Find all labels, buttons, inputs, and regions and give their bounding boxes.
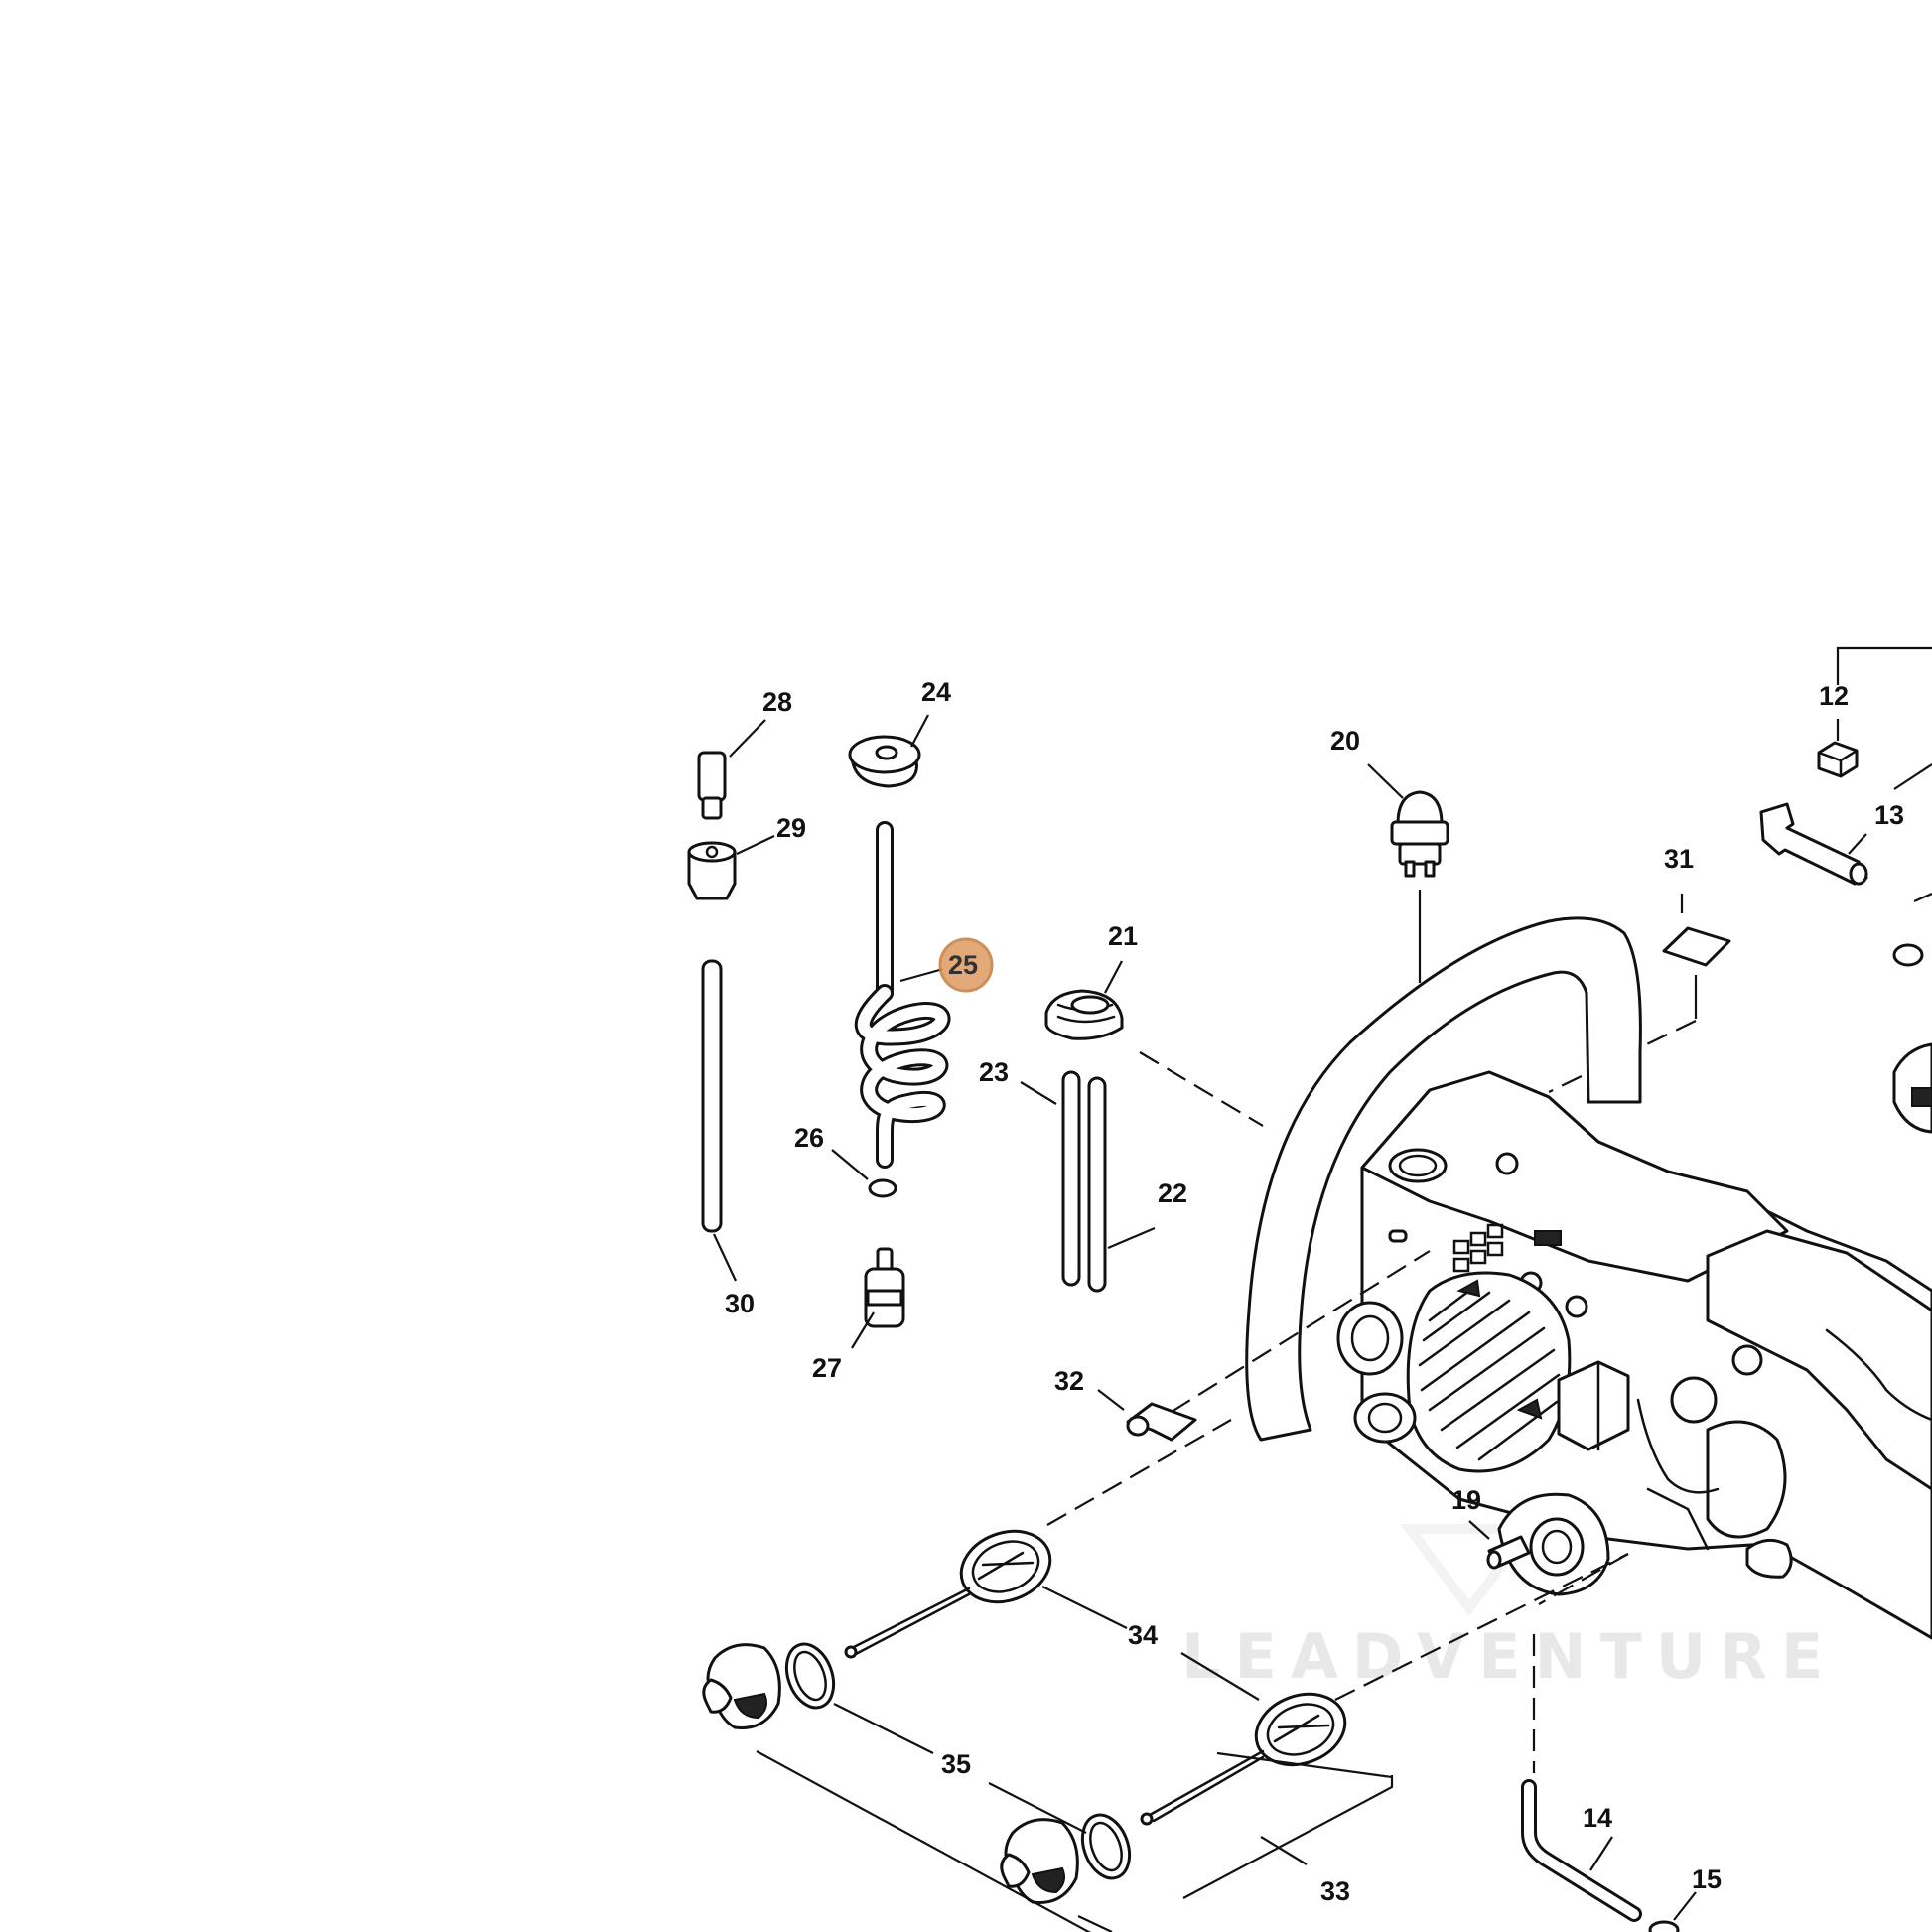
watermark-text: LEADVENTURE <box>1181 1620 1837 1693</box>
label-21[interactable]: 21 <box>1108 921 1138 951</box>
leader-22 <box>1107 1226 1156 1250</box>
part-32-bracket[interactable] <box>1126 1402 1197 1442</box>
label-29[interactable]: 29 <box>776 813 806 843</box>
label-25[interactable]: 25 <box>948 950 978 980</box>
leader-24 <box>910 714 929 748</box>
part-35-oring-upper[interactable] <box>778 1637 842 1714</box>
label-27[interactable]: 27 <box>812 1353 842 1383</box>
part-24-grommet[interactable] <box>848 735 921 788</box>
leader-34a <box>1041 1586 1128 1629</box>
leader-21 <box>1104 960 1123 994</box>
part-28-screw[interactable] <box>697 751 727 820</box>
leader-29 <box>736 835 775 855</box>
dash-32 <box>1171 1250 1431 1413</box>
leader-35a <box>833 1703 934 1754</box>
leader-23 <box>1020 1081 1057 1105</box>
label-34[interactable]: 34 <box>1128 1620 1158 1650</box>
part-20-primer-bulb[interactable] <box>1390 790 1449 878</box>
leader-13b <box>1913 892 1932 903</box>
leader-25 <box>899 967 944 983</box>
label-26[interactable]: 26 <box>794 1123 824 1153</box>
leader-13 <box>1848 833 1867 855</box>
part-31-label[interactable] <box>1662 926 1731 967</box>
label-23[interactable]: 23 <box>979 1057 1009 1087</box>
highlight-marker-25[interactable] <box>938 937 994 993</box>
part-30-tube[interactable] <box>701 959 723 1233</box>
bracket-12-13 <box>1836 646 1932 685</box>
dash-19 <box>1538 1553 1629 1605</box>
leader-33-line3 <box>1182 1775 1394 1899</box>
label-28[interactable]: 28 <box>762 687 792 717</box>
dash-34-lower <box>1334 1553 1629 1701</box>
leader-35b <box>988 1782 1087 1834</box>
leader-26 <box>831 1149 869 1180</box>
leader-33 <box>1260 1836 1308 1865</box>
part-14-hose[interactable] <box>1521 1779 1642 1922</box>
part-29-nut[interactable] <box>687 841 737 900</box>
leader-30 <box>713 1233 737 1282</box>
part-15-clip[interactable] <box>1648 1920 1680 1932</box>
leader-33-line2 <box>1077 1915 1113 1932</box>
leader-15 <box>1673 1891 1697 1921</box>
part-34-cap-tether-upper[interactable] <box>844 1519 1060 1659</box>
dash-21 <box>1139 1051 1264 1127</box>
label-19[interactable]: 19 <box>1451 1485 1481 1515</box>
part-12-block[interactable] <box>1817 741 1859 778</box>
part-19-pin[interactable] <box>1486 1535 1531 1570</box>
label-32[interactable]: 32 <box>1054 1366 1084 1396</box>
leader-19 <box>1468 1520 1490 1540</box>
leader-13a <box>1893 763 1932 790</box>
part-22-tube[interactable] <box>1087 1076 1107 1293</box>
part-circlip[interactable] <box>1892 943 1924 967</box>
leader-28 <box>729 719 766 758</box>
dash-34-upper <box>1046 1419 1232 1526</box>
label-33[interactable]: 33 <box>1320 1876 1350 1906</box>
label-20[interactable]: 20 <box>1330 726 1360 756</box>
part-33-cap-lower[interactable] <box>1000 1818 1079 1904</box>
label-15[interactable]: 15 <box>1692 1864 1722 1894</box>
leader-27 <box>851 1311 875 1349</box>
label-22[interactable]: 22 <box>1158 1178 1187 1208</box>
part-oil-pump-edge[interactable] <box>1892 1042 1932 1134</box>
label-13[interactable]: 13 <box>1874 800 1904 830</box>
label-31[interactable]: 31 <box>1664 844 1694 874</box>
label-35[interactable]: 35 <box>941 1749 971 1779</box>
part-23-tube[interactable] <box>1061 1070 1081 1287</box>
label-12[interactable]: 12 <box>1819 681 1849 711</box>
leader-32 <box>1097 1389 1125 1411</box>
part-27-pickup-body[interactable] <box>864 1247 905 1328</box>
part-35-oring-lower[interactable] <box>1074 1808 1138 1884</box>
leader-33-bracket <box>1216 1751 1393 1779</box>
label-24[interactable]: 24 <box>921 677 951 707</box>
leader-20 <box>1367 763 1404 799</box>
leader-33-line1 <box>756 1750 1091 1932</box>
part-25-suction-hose[interactable] <box>854 821 951 1169</box>
part-21-worm[interactable] <box>1044 989 1124 1040</box>
part-34-cap-tether-lower[interactable] <box>1140 1682 1355 1826</box>
part-13-lever[interactable] <box>1759 802 1868 886</box>
label-14[interactable]: 14 <box>1583 1803 1612 1833</box>
leader-14 <box>1589 1836 1613 1871</box>
part-26-clip[interactable] <box>868 1178 897 1198</box>
label-30[interactable]: 30 <box>725 1289 755 1318</box>
crankcase-housing[interactable] <box>1245 916 1932 1640</box>
leader-34b <box>1180 1652 1260 1701</box>
part-33-cap-upper[interactable] <box>702 1643 781 1729</box>
